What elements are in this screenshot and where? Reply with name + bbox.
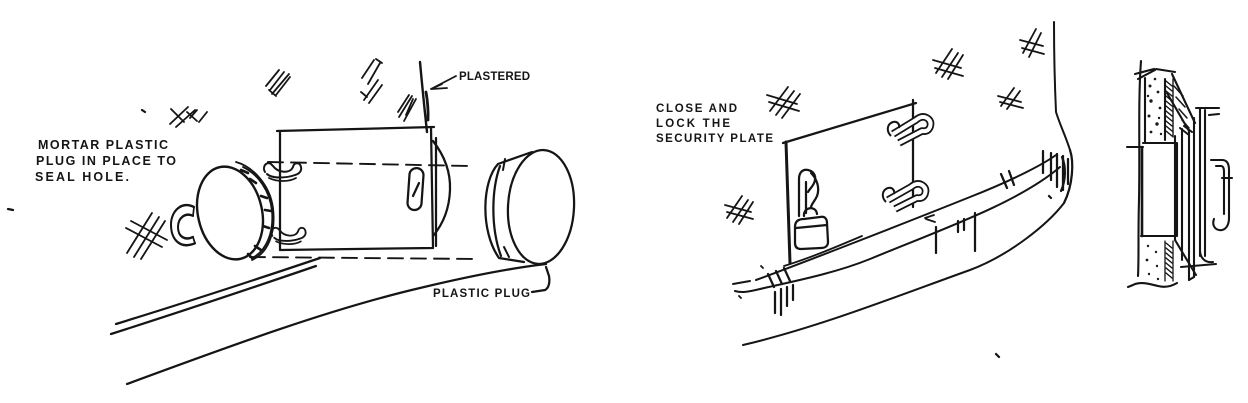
- svg-text:MORTAR PLASTIC: MORTAR PLASTIC: [38, 138, 168, 152]
- svg-text:PLUG IN PLACE TO: PLUG IN PLACE TO: [36, 154, 176, 168]
- svg-text:CLOSE AND: CLOSE AND: [656, 103, 737, 115]
- svg-text:PLASTIC PLUG: PLASTIC PLUG: [433, 288, 530, 300]
- svg-text:SECURITY PLATE: SECURITY PLATE: [656, 133, 773, 145]
- svg-text:SEAL HOLE.: SEAL HOLE.: [35, 170, 129, 184]
- svg-text:LOCK THE: LOCK THE: [656, 118, 730, 130]
- svg-text:PLASTERED: PLASTERED: [459, 71, 530, 83]
